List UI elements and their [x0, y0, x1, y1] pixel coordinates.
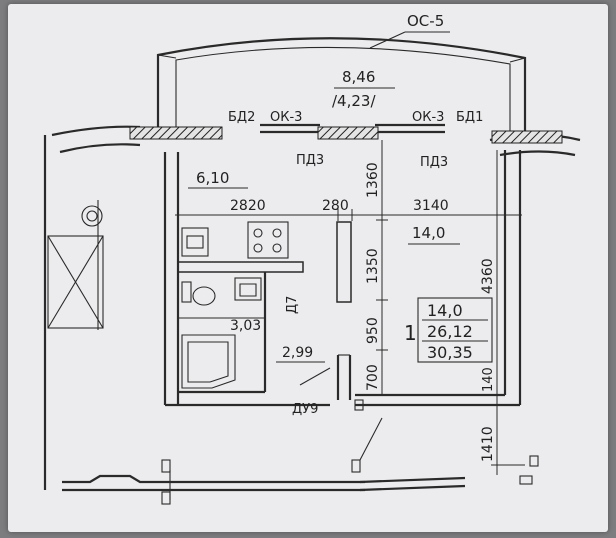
balcony-area: 8,46 — [342, 68, 375, 86]
door-bd1-label: БД1 — [456, 110, 483, 125]
summary-total-balcony: 30,35 — [427, 343, 473, 362]
plan-sheet — [8, 4, 608, 532]
sill-left-label: ПД3 — [296, 153, 324, 168]
corridor-walls — [62, 399, 466, 505]
hall-area: 2,99 — [282, 345, 313, 361]
door-du9-label: ДУ9 — [292, 402, 318, 417]
kitchen-fixtures — [181, 221, 289, 259]
dim-vertical-top: 1360 — [365, 162, 381, 198]
dim-width-left: 2820 — [230, 198, 266, 214]
partitions — [177, 221, 352, 400]
walls — [43, 123, 581, 490]
room-area: 14,0 — [412, 224, 445, 242]
kitchen-area: 6,10 — [196, 169, 229, 187]
dim-wall-offset: 140 — [481, 367, 496, 392]
title-marker: ОС-5 — [407, 12, 444, 30]
door-bd2-label: БД2 — [228, 110, 255, 125]
summary-living: 14,0 — [427, 301, 463, 320]
balcony-reduced-area: /4,23/ — [332, 92, 376, 110]
dim-width-right: 3140 — [413, 198, 449, 214]
balcony — [156, 31, 527, 132]
wall-hatching — [129, 126, 563, 144]
rooms-count: 1 — [404, 321, 417, 345]
bathroom-fixtures — [178, 277, 265, 389]
sill-right-label: ПД3 — [420, 155, 448, 170]
door-d7-label: Д7 — [285, 296, 300, 314]
dim-vertical-low: 950 — [365, 317, 381, 344]
bathroom-area: 3,03 — [230, 318, 261, 334]
window-ok3-left-label: ОК-3 — [270, 110, 302, 125]
dim-vertical-mid: 1350 — [365, 248, 381, 284]
dim-ext-depth: 1410 — [480, 426, 496, 462]
dim-room-depth: 4360 — [480, 258, 496, 294]
dim-width-mid: 280 — [322, 198, 349, 214]
dim-vertical-bottom: 700 — [365, 364, 381, 391]
stair-shaft — [47, 200, 104, 330]
summary-box: 1 14,0 26,12 30,35 — [404, 297, 493, 363]
window-ok3-right-label: ОК-3 — [412, 110, 444, 125]
dimension-lines — [175, 140, 539, 485]
summary-total: 26,12 — [427, 322, 473, 341]
